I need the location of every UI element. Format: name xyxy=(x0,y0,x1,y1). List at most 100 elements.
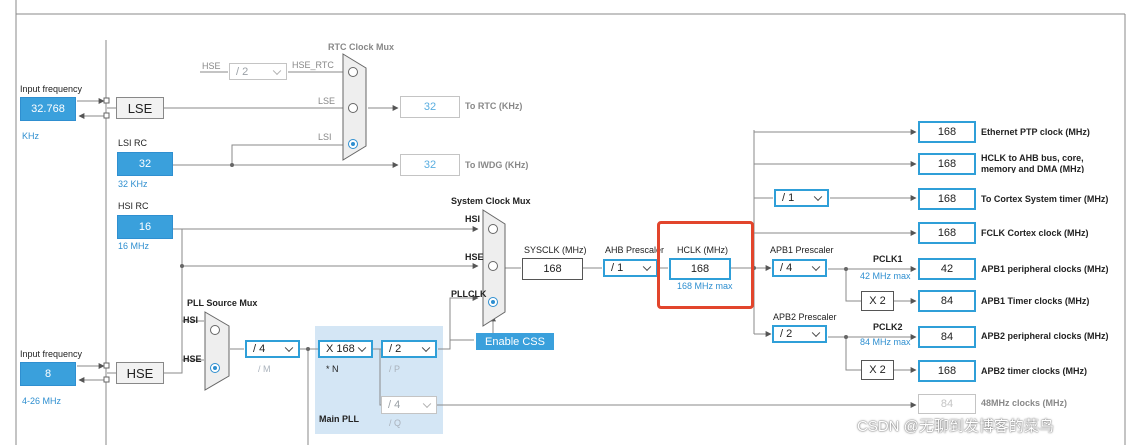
hclk-ahb-bus-label-line2: memory and DMA (MHz) xyxy=(981,164,1085,173)
apb1-prescaler-select[interactable]: / 4 xyxy=(772,259,827,277)
hse-oscillator: HSE xyxy=(116,362,164,384)
main-pll-label: Main PLL xyxy=(319,414,359,424)
pll-m-divider-select[interactable]: / 4 xyxy=(245,340,300,358)
ethernet-ptp-clock-label: Ethernet PTP clock (MHz) xyxy=(981,127,1090,137)
hse-input-frequency-field[interactable]: 8 xyxy=(20,362,76,386)
iwdg-output-label: To IWDG (KHz) xyxy=(465,160,529,170)
ahb-prescaler-select[interactable]: / 1 xyxy=(603,259,658,277)
apb1-timer-multiplier: X 2 xyxy=(861,291,894,311)
fclk-cortex-clock-label: FCLK Cortex clock (MHz) xyxy=(981,228,1089,238)
rtc-mux-lse-radio[interactable] xyxy=(348,103,358,113)
apb2-peripheral-clocks-value[interactable]: 84 xyxy=(918,326,976,348)
rtc-lsi-label: LSI xyxy=(318,132,332,142)
pll-p-value: / 2 xyxy=(389,343,402,355)
pclk2-label: PCLK2 xyxy=(873,322,903,332)
lsi-rc-value: 32 xyxy=(117,152,173,176)
cortex-divider-value: / 1 xyxy=(782,192,795,204)
sysclk-label: SYSCLK (MHz) xyxy=(524,245,587,255)
enable-css-button[interactable]: Enable CSS xyxy=(476,333,554,350)
rtc-hse-label: HSE xyxy=(202,61,221,71)
lse-oscillator: LSE xyxy=(116,97,164,119)
rtc-output-value: 32 xyxy=(400,96,460,118)
pll-n-multiplier-select[interactable]: X 168 xyxy=(318,340,373,358)
apb1-prescaler-value: / 4 xyxy=(780,262,793,274)
apb1-prescaler-label: APB1 Prescaler xyxy=(770,245,834,255)
pclk2-max-label: 84 MHz max xyxy=(860,337,911,347)
hsi-rc-unit: 16 MHz xyxy=(118,241,150,251)
sysclk-value[interactable]: 168 xyxy=(522,258,583,280)
sys-mux-hse-radio[interactable] xyxy=(488,261,498,271)
rtc-mux-hse-radio[interactable] xyxy=(348,67,358,77)
ahb-prescaler-value: / 1 xyxy=(611,262,624,274)
pll-q-label: / Q xyxy=(389,418,402,428)
hse-input-unit: 4-26 MHz xyxy=(22,396,62,406)
chevron-down-icon xyxy=(813,192,823,202)
chevron-down-icon xyxy=(284,343,294,353)
rtc-lse-label: LSE xyxy=(318,96,336,106)
sys-mux-hse-label: HSE xyxy=(465,252,484,262)
system-clock-mux-title: System Clock Mux xyxy=(451,196,531,206)
sys-mux-hsi-radio[interactable] xyxy=(488,224,498,234)
ethernet-ptp-clock-value[interactable]: 168 xyxy=(918,121,976,143)
apb2-peripheral-clocks-label: APB2 peripheral clocks (MHz) xyxy=(981,331,1109,341)
cortex-timer-divider-select[interactable]: / 1 xyxy=(774,189,829,207)
chevron-down-icon xyxy=(642,262,652,272)
lsi-rc-title: LSI RC xyxy=(118,138,148,148)
lsi-rc-unit: 32 KHz xyxy=(118,179,148,189)
fclk-cortex-clock-value[interactable]: 168 xyxy=(918,222,976,244)
pll-source-hsi-radio[interactable] xyxy=(210,325,220,335)
chevron-down-icon xyxy=(357,343,367,353)
rtc-mux-lsi-radio[interactable] xyxy=(348,139,358,149)
pll-n-value: X 168 xyxy=(326,343,355,355)
pll-source-mux-shape xyxy=(204,311,230,391)
hsi-rc-title: HSI RC xyxy=(118,201,149,211)
chevron-down-icon xyxy=(422,399,432,409)
hclk-ahb-bus-label-line2-clip: memory and DMA (MHz) xyxy=(981,164,1101,173)
apb2-timer-clocks-value[interactable]: 168 xyxy=(918,360,976,382)
lse-input-frequency-field[interactable]: 32.768 xyxy=(20,97,76,121)
hclk-label: HCLK (MHz) xyxy=(677,245,728,255)
chevron-down-icon xyxy=(811,262,821,272)
rtc-output-label: To RTC (KHz) xyxy=(465,101,523,111)
rtc-hse-divider-value: / 2 xyxy=(236,65,249,78)
lse-input-unit: KHz xyxy=(22,131,40,141)
pll-p-divider-select[interactable]: / 2 xyxy=(381,340,437,358)
pll-m-value: / 4 xyxy=(253,343,266,355)
hclk-ahb-bus-value[interactable]: 168 xyxy=(918,153,976,175)
clock-48mhz-label: 48MHz clocks (MHz) xyxy=(981,398,1068,408)
hclk-value-field[interactable]: 168 xyxy=(669,258,731,280)
apb2-prescaler-select[interactable]: / 2 xyxy=(772,325,827,343)
cortex-system-timer-value[interactable]: 168 xyxy=(918,188,976,210)
lse-input-title: Input frequency xyxy=(20,84,83,94)
apb2-prescaler-value: / 2 xyxy=(780,328,793,340)
sys-mux-pllclk-radio[interactable] xyxy=(488,297,498,307)
pll-source-hse-label: HSE xyxy=(183,354,202,364)
hclk-max-label: 168 MHz max xyxy=(677,281,733,291)
pclk1-label: PCLK1 xyxy=(873,254,903,264)
chevron-down-icon xyxy=(421,343,431,353)
apb1-timer-clocks-value[interactable]: 84 xyxy=(918,290,976,312)
apb1-timer-clocks-label: APB1 Timer clocks (MHz) xyxy=(981,296,1090,306)
ahb-prescaler-label: AHB Prescaler xyxy=(605,245,665,255)
pclk1-max-label: 42 MHz max xyxy=(860,271,911,281)
pll-q-divider-select[interactable]: / 4 xyxy=(381,396,437,414)
hclk-highlight-box xyxy=(657,221,754,309)
rtc-hse-rtc-label: HSE_RTC xyxy=(292,60,334,70)
apb2-timer-clocks-label: APB2 timer clocks (MHz) xyxy=(981,366,1088,376)
pll-q-value: / 4 xyxy=(388,399,401,411)
hse-input-title: Input frequency xyxy=(20,349,83,359)
pll-m-label: / M xyxy=(258,364,271,374)
hclk-ahb-bus-label: HCLK to AHB bus, core, xyxy=(981,153,1084,163)
pll-source-hse-radio[interactable] xyxy=(210,363,220,373)
rtc-clock-mux-title: RTC Clock Mux xyxy=(328,42,395,52)
apb1-peripheral-clocks-value[interactable]: 42 xyxy=(918,258,976,280)
iwdg-output-value: 32 xyxy=(400,154,460,176)
rtc-hse-divider-select[interactable]: / 2 xyxy=(229,63,287,80)
apb2-prescaler-label: APB2 Prescaler xyxy=(773,312,837,322)
cortex-system-timer-label: To Cortex System timer (MHz) xyxy=(981,194,1109,204)
pll-source-mux-title: PLL Source Mux xyxy=(187,298,258,308)
clock-48mhz-value: 84 xyxy=(918,394,976,414)
apb1-peripheral-clocks-label: APB1 peripheral clocks (MHz) xyxy=(981,264,1109,274)
